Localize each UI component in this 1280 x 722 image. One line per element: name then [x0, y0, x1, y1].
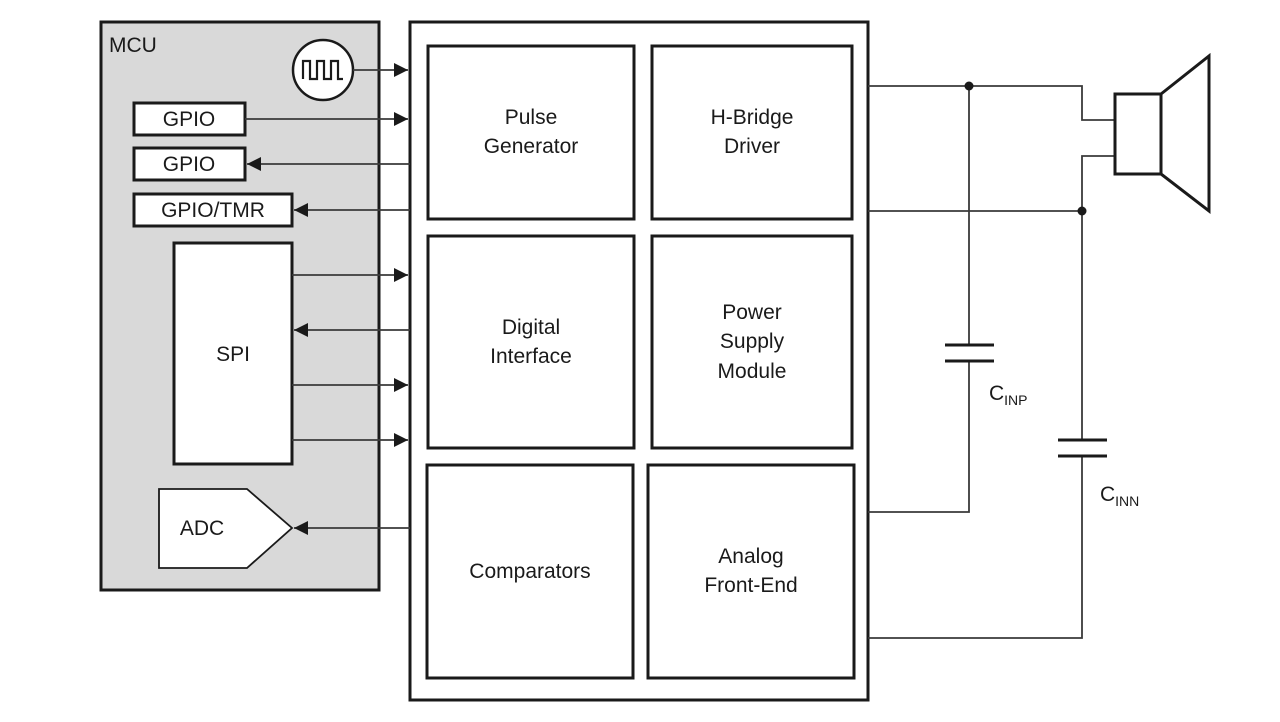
pulse-generator-block: Pulse Generator — [426, 44, 636, 221]
analog-front-end-line-1: Analog — [718, 545, 783, 568]
analog-front-end-line-2: Front-End — [704, 574, 797, 597]
analog-front-end-block: Analog Front-End — [646, 463, 856, 680]
pulse-generator-line-2: Generator — [484, 135, 579, 158]
junction-dot-top — [964, 81, 974, 91]
comparators-block: Comparators — [425, 463, 635, 680]
power-supply-module-block: Power Supply Module — [650, 234, 854, 450]
capacitor-inn-label: CINN — [1100, 483, 1139, 509]
square-wave-clock-icon — [291, 38, 355, 102]
h-bridge-line-2: Driver — [724, 135, 780, 158]
junction-dot-bottom — [1077, 206, 1087, 216]
power-supply-line-2: Supply — [720, 330, 785, 353]
digital-interface-block: Digital Interface — [426, 234, 636, 450]
digital-interface-line-2: Interface — [490, 345, 572, 368]
adc-block: ADC — [158, 488, 294, 569]
h-bridge-line-1: H-Bridge — [711, 106, 794, 129]
comparators-label: Comparators — [469, 560, 590, 583]
gpio-block-1: GPIO — [132, 101, 247, 137]
spi-block: SPI — [172, 241, 294, 466]
spi-label: SPI — [216, 343, 250, 366]
capacitor-inn — [1058, 438, 1107, 458]
pulse-generator-line-1: Pulse — [505, 106, 558, 129]
capacitor-inp — [945, 343, 994, 363]
signal-arrows — [245, 63, 410, 535]
digital-interface-line-1: Digital — [502, 316, 560, 339]
gpio-label-2: GPIO — [163, 153, 216, 176]
gpio-tmr-label: GPIO/TMR — [161, 199, 265, 222]
capacitor-inp-label: CINP — [989, 382, 1028, 408]
h-bridge-driver-block: H-Bridge Driver — [650, 44, 854, 221]
adc-label: ADC — [180, 517, 224, 540]
output-wiring — [868, 81, 1115, 639]
mcu-title: MCU — [109, 34, 157, 57]
gpio-tmr-block: GPIO/TMR — [132, 192, 294, 228]
gpio-label-1: GPIO — [163, 108, 216, 131]
power-supply-line-1: Power — [722, 301, 782, 324]
power-supply-line-3: Module — [718, 360, 787, 383]
gpio-block-2: GPIO — [132, 146, 247, 182]
speaker-icon — [1113, 52, 1211, 215]
